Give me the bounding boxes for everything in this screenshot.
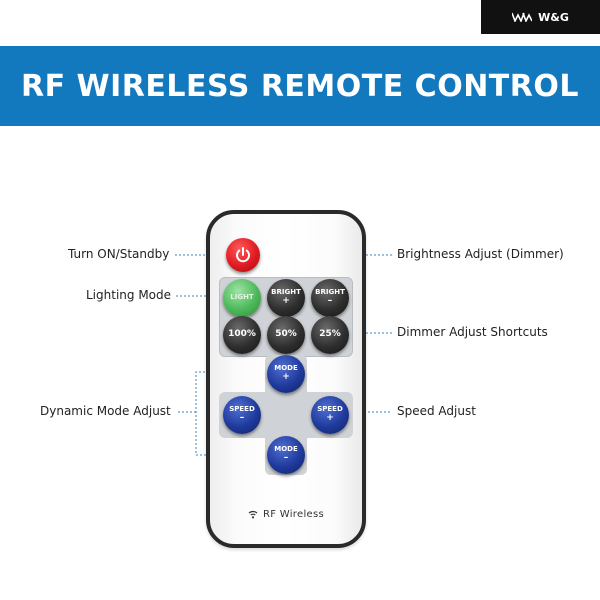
- speed-up-button[interactable]: SPEED +: [311, 396, 349, 434]
- bright-up-sign: +: [282, 296, 290, 307]
- light-label: LIGHT: [230, 293, 254, 302]
- mode-up-label: MODE: [274, 364, 298, 373]
- light-button[interactable]: LIGHT: [223, 279, 261, 317]
- remote-footer-text: RF Wireless: [262, 509, 325, 520]
- bright-down-sign: –: [327, 296, 333, 307]
- power-icon: [236, 247, 250, 263]
- speed-up-sign: +: [326, 413, 334, 424]
- callout-dynamic-mode: Dynamic Mode Adjust: [40, 404, 171, 418]
- dimmer-100-label: 100%: [228, 329, 256, 340]
- callout-lighting-mode: Lighting Mode: [86, 288, 172, 302]
- title-banner: RF WIRELESS REMOTE CONTROL: [0, 46, 600, 126]
- mode-down-label: MODE: [274, 445, 298, 454]
- dimmer-100-button[interactable]: 100%: [223, 316, 261, 354]
- bright-up-label: BRIGHT: [271, 288, 301, 297]
- bright-down-label: BRIGHT: [315, 288, 345, 297]
- callout-dimmer-shortcuts: Dimmer Adjust Shortcuts: [397, 325, 548, 339]
- page-title: RF WIRELESS REMOTE CONTROL: [21, 68, 579, 104]
- mode-up-sign: +: [282, 372, 290, 383]
- speed-up-label: SPEED: [317, 405, 343, 414]
- dimmer-25-label: 25%: [319, 329, 341, 340]
- brand-logo-icon: [512, 12, 533, 22]
- brand-badge: W&G: [481, 0, 600, 34]
- mode-down-sign: –: [283, 453, 289, 464]
- brand-name: W&G: [538, 10, 569, 24]
- bright-up-button[interactable]: BRIGHT +: [267, 279, 305, 317]
- speed-down-button[interactable]: SPEED –: [223, 396, 261, 434]
- dimmer-50-label: 50%: [275, 329, 297, 340]
- callout-turn-on: Turn ON/Standby: [68, 247, 170, 261]
- bright-down-button[interactable]: BRIGHT –: [311, 279, 349, 317]
- dimmer-50-button[interactable]: 50%: [267, 316, 305, 354]
- power-button[interactable]: [226, 238, 260, 272]
- mode-up-button[interactable]: MODE +: [267, 355, 305, 393]
- callout-speed-adjust: Speed Adjust: [397, 404, 476, 418]
- speed-down-label: SPEED: [229, 405, 255, 414]
- dimmer-25-button[interactable]: 25%: [311, 316, 349, 354]
- remote-footer: RF Wireless: [210, 509, 362, 520]
- callout-brightness: Brightness Adjust (Dimmer): [397, 247, 564, 261]
- speed-down-sign: –: [239, 413, 245, 424]
- wireless-signal-icon: [248, 510, 258, 519]
- mode-down-button[interactable]: MODE –: [267, 436, 305, 474]
- remote-control: LIGHT BRIGHT + BRIGHT – 100% 50% 25% MOD…: [206, 210, 366, 548]
